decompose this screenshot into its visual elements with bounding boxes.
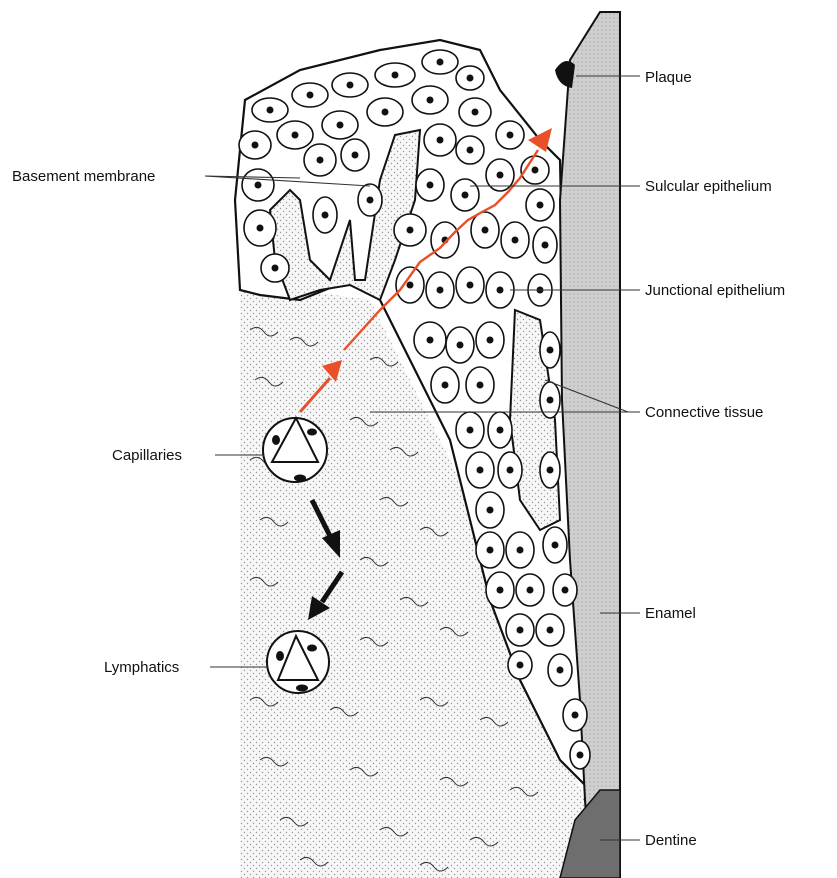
capillary-vessel	[263, 418, 327, 482]
label-capillaries: Capillaries	[112, 447, 182, 464]
label-lymphatics: Lymphatics	[104, 659, 179, 676]
label-connective-tissue: Connective tissue	[645, 404, 763, 421]
label-junctional-epithelium: Junctional epithelium	[645, 282, 785, 299]
label-basement-membrane: Basement membrane	[12, 168, 155, 185]
label-sulcular-epithelium: Sulcular epithelium	[645, 178, 772, 195]
lymphatic-vessel	[267, 631, 329, 693]
label-enamel: Enamel	[645, 605, 696, 622]
plaque-deposit	[555, 61, 575, 88]
label-dentine: Dentine	[645, 832, 697, 849]
label-plaque: Plaque	[645, 69, 692, 86]
